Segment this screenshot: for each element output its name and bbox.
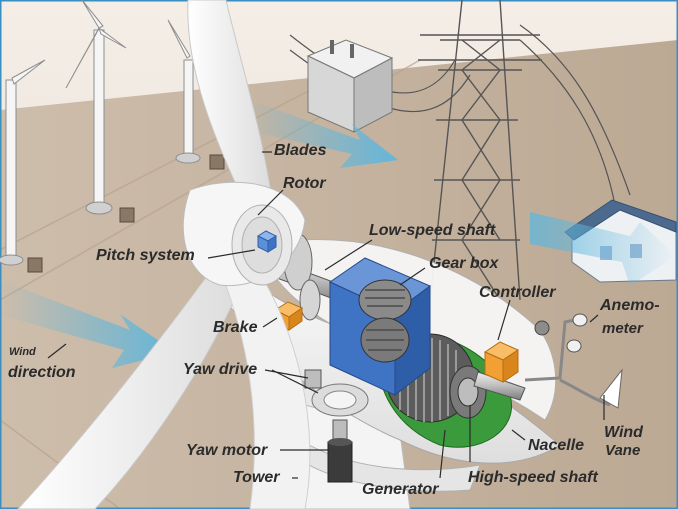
blades-label: Blades	[274, 142, 327, 159]
anemometer-label-line1: Anemo-	[600, 297, 660, 314]
wind-arrow-upper	[245, 100, 398, 168]
transmission-pylon	[418, 0, 542, 301]
nacelle-label: Nacelle	[528, 437, 585, 454]
brake-label: Brake	[213, 319, 258, 336]
low-speed-shaft-label: Low-speed shaft	[369, 222, 496, 239]
wind-vane-label-line2: Vane	[605, 442, 641, 459]
pitch-system	[256, 230, 278, 253]
controller-label: Controller	[479, 284, 556, 301]
generator-label: Generator	[362, 481, 439, 498]
wind-arrow-house	[530, 212, 676, 286]
wind-vane-label-line1: Wind	[604, 424, 643, 441]
rotor-label: Rotor	[283, 175, 326, 192]
yaw-drive	[304, 369, 369, 417]
yaw-motor	[327, 419, 353, 483]
wind-direction-label-line2: direction	[8, 364, 76, 381]
yaw-motor-label: Yaw motor	[186, 442, 268, 459]
wind-vane	[559, 368, 623, 409]
high-speed-shaft-label: High-speed shaft	[468, 469, 598, 486]
pitch-system-label: Pitch system	[96, 247, 195, 264]
high-speed-shaft	[473, 371, 526, 401]
leader-lines	[47, 151, 605, 479]
anemometer-label-line2: meter	[602, 320, 643, 337]
wind-direction-label-line1: Wind	[9, 346, 36, 358]
wind-arrow-left	[0, 280, 175, 368]
yaw-drive-label: Yaw drive	[183, 361, 258, 378]
anemometer	[524, 313, 588, 382]
controller-box	[483, 341, 520, 383]
gear-box	[328, 257, 431, 397]
background-turbines	[0, 0, 225, 273]
gear-box-label: Gear box	[429, 255, 499, 272]
tower-label: Tower	[233, 469, 280, 486]
rotor-blades	[17, 0, 311, 509]
transformer	[306, 39, 394, 133]
